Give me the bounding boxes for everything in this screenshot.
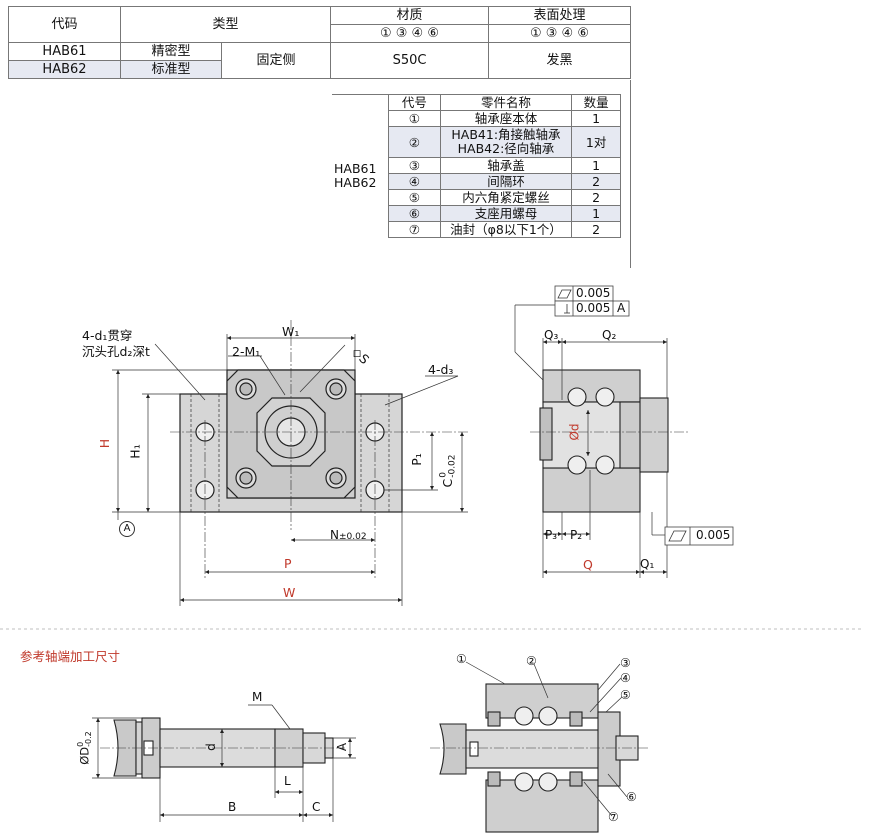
dim-q: Q — [583, 557, 593, 572]
material-value: S50C — [330, 42, 489, 79]
dim-n: N±0.02 — [330, 528, 367, 542]
dim-w: W — [283, 585, 296, 600]
callout-2: ② — [526, 654, 537, 668]
side-cell: 固定侧 — [221, 42, 331, 79]
dim-p3: P₃ — [545, 528, 558, 542]
flatness-value-1: 0.005 — [576, 286, 611, 300]
row-code: HAB62 — [8, 60, 121, 79]
parts-header-no: 代号 — [388, 94, 441, 111]
part-qty: 2 — [571, 173, 621, 190]
header-code: 代码 — [8, 6, 121, 43]
dim-c-ref: C — [312, 800, 321, 814]
dim-m1: 2-M₁ — [232, 344, 261, 359]
dim-w1: W₁ — [282, 324, 300, 339]
callout-3: ③ — [620, 656, 631, 670]
perpendicularity-ref: A — [617, 301, 626, 315]
dim-q2: Q₂ — [602, 328, 617, 342]
part-qty: 1对 — [571, 126, 621, 158]
dim-p2: P₂ — [570, 528, 583, 542]
flatness-value-2: 0.005 — [696, 528, 731, 542]
callout-6: ⑥ — [626, 790, 637, 804]
dim-h: H — [97, 438, 113, 449]
part-no: ② — [388, 126, 441, 158]
dim-shaft-d: Ød — [567, 423, 582, 441]
part-no: ④ — [388, 173, 441, 190]
callout-7: ⑦ — [608, 810, 619, 824]
callout-5: ⑤ — [620, 688, 631, 702]
side-view — [539, 369, 669, 513]
dim-p: P — [284, 556, 292, 571]
dim-a: A — [335, 742, 350, 752]
part-qty: 2 — [571, 221, 621, 238]
header-type: 类型 — [120, 6, 331, 43]
dim-p1: P₁ — [408, 453, 424, 466]
dim-q3: Q₃ — [544, 328, 559, 342]
dim-q1: Q₁ — [640, 557, 655, 571]
part-name: 支座用螺母 — [439, 205, 573, 222]
parts-top-line — [332, 94, 388, 95]
dim-b: B — [228, 800, 237, 814]
callout-4: ④ — [620, 671, 631, 685]
dim-h1: H₁ — [127, 444, 143, 459]
parts-table: 代号 零件名称 数量 ① 轴承座本体 1 ② HAB41:角接触轴承 HAB42… — [388, 94, 621, 238]
dim-l: L — [284, 774, 291, 788]
row-type: 标准型 — [120, 60, 222, 79]
parts-model-label: HAB61 HAB62 — [334, 161, 377, 190]
table-border-line — [630, 80, 631, 268]
hole-note: 4-d₁贯穿 沉头孔d₂深t — [82, 328, 150, 359]
dim-m: M — [252, 690, 263, 704]
perpendicularity-value: 0.005 — [576, 301, 611, 315]
part-name: 间隔环 — [439, 173, 573, 190]
callout-1: ① — [456, 652, 467, 666]
datum-a: A — [119, 521, 135, 537]
surface-value: 发黑 — [488, 42, 631, 79]
reference-title: 参考轴端加工尺寸 — [20, 649, 121, 664]
dim-small-d: d — [203, 743, 218, 751]
part-name: 油封（φ8以下1个） — [439, 221, 573, 238]
header-material-nums: ① ③ ④ ⑥ — [330, 24, 489, 43]
part-no: ⑦ — [388, 221, 441, 238]
part-name: 轴承盖 — [439, 157, 573, 174]
spec-table: 代码 类型 材质 表面处理 ① ③ ④ ⑥ ① ③ ④ ⑥ HAB61 精密型 … — [8, 6, 631, 79]
parts-header-name: 零件名称 — [439, 94, 573, 111]
dim-d3: 4-d₃ — [428, 362, 454, 377]
